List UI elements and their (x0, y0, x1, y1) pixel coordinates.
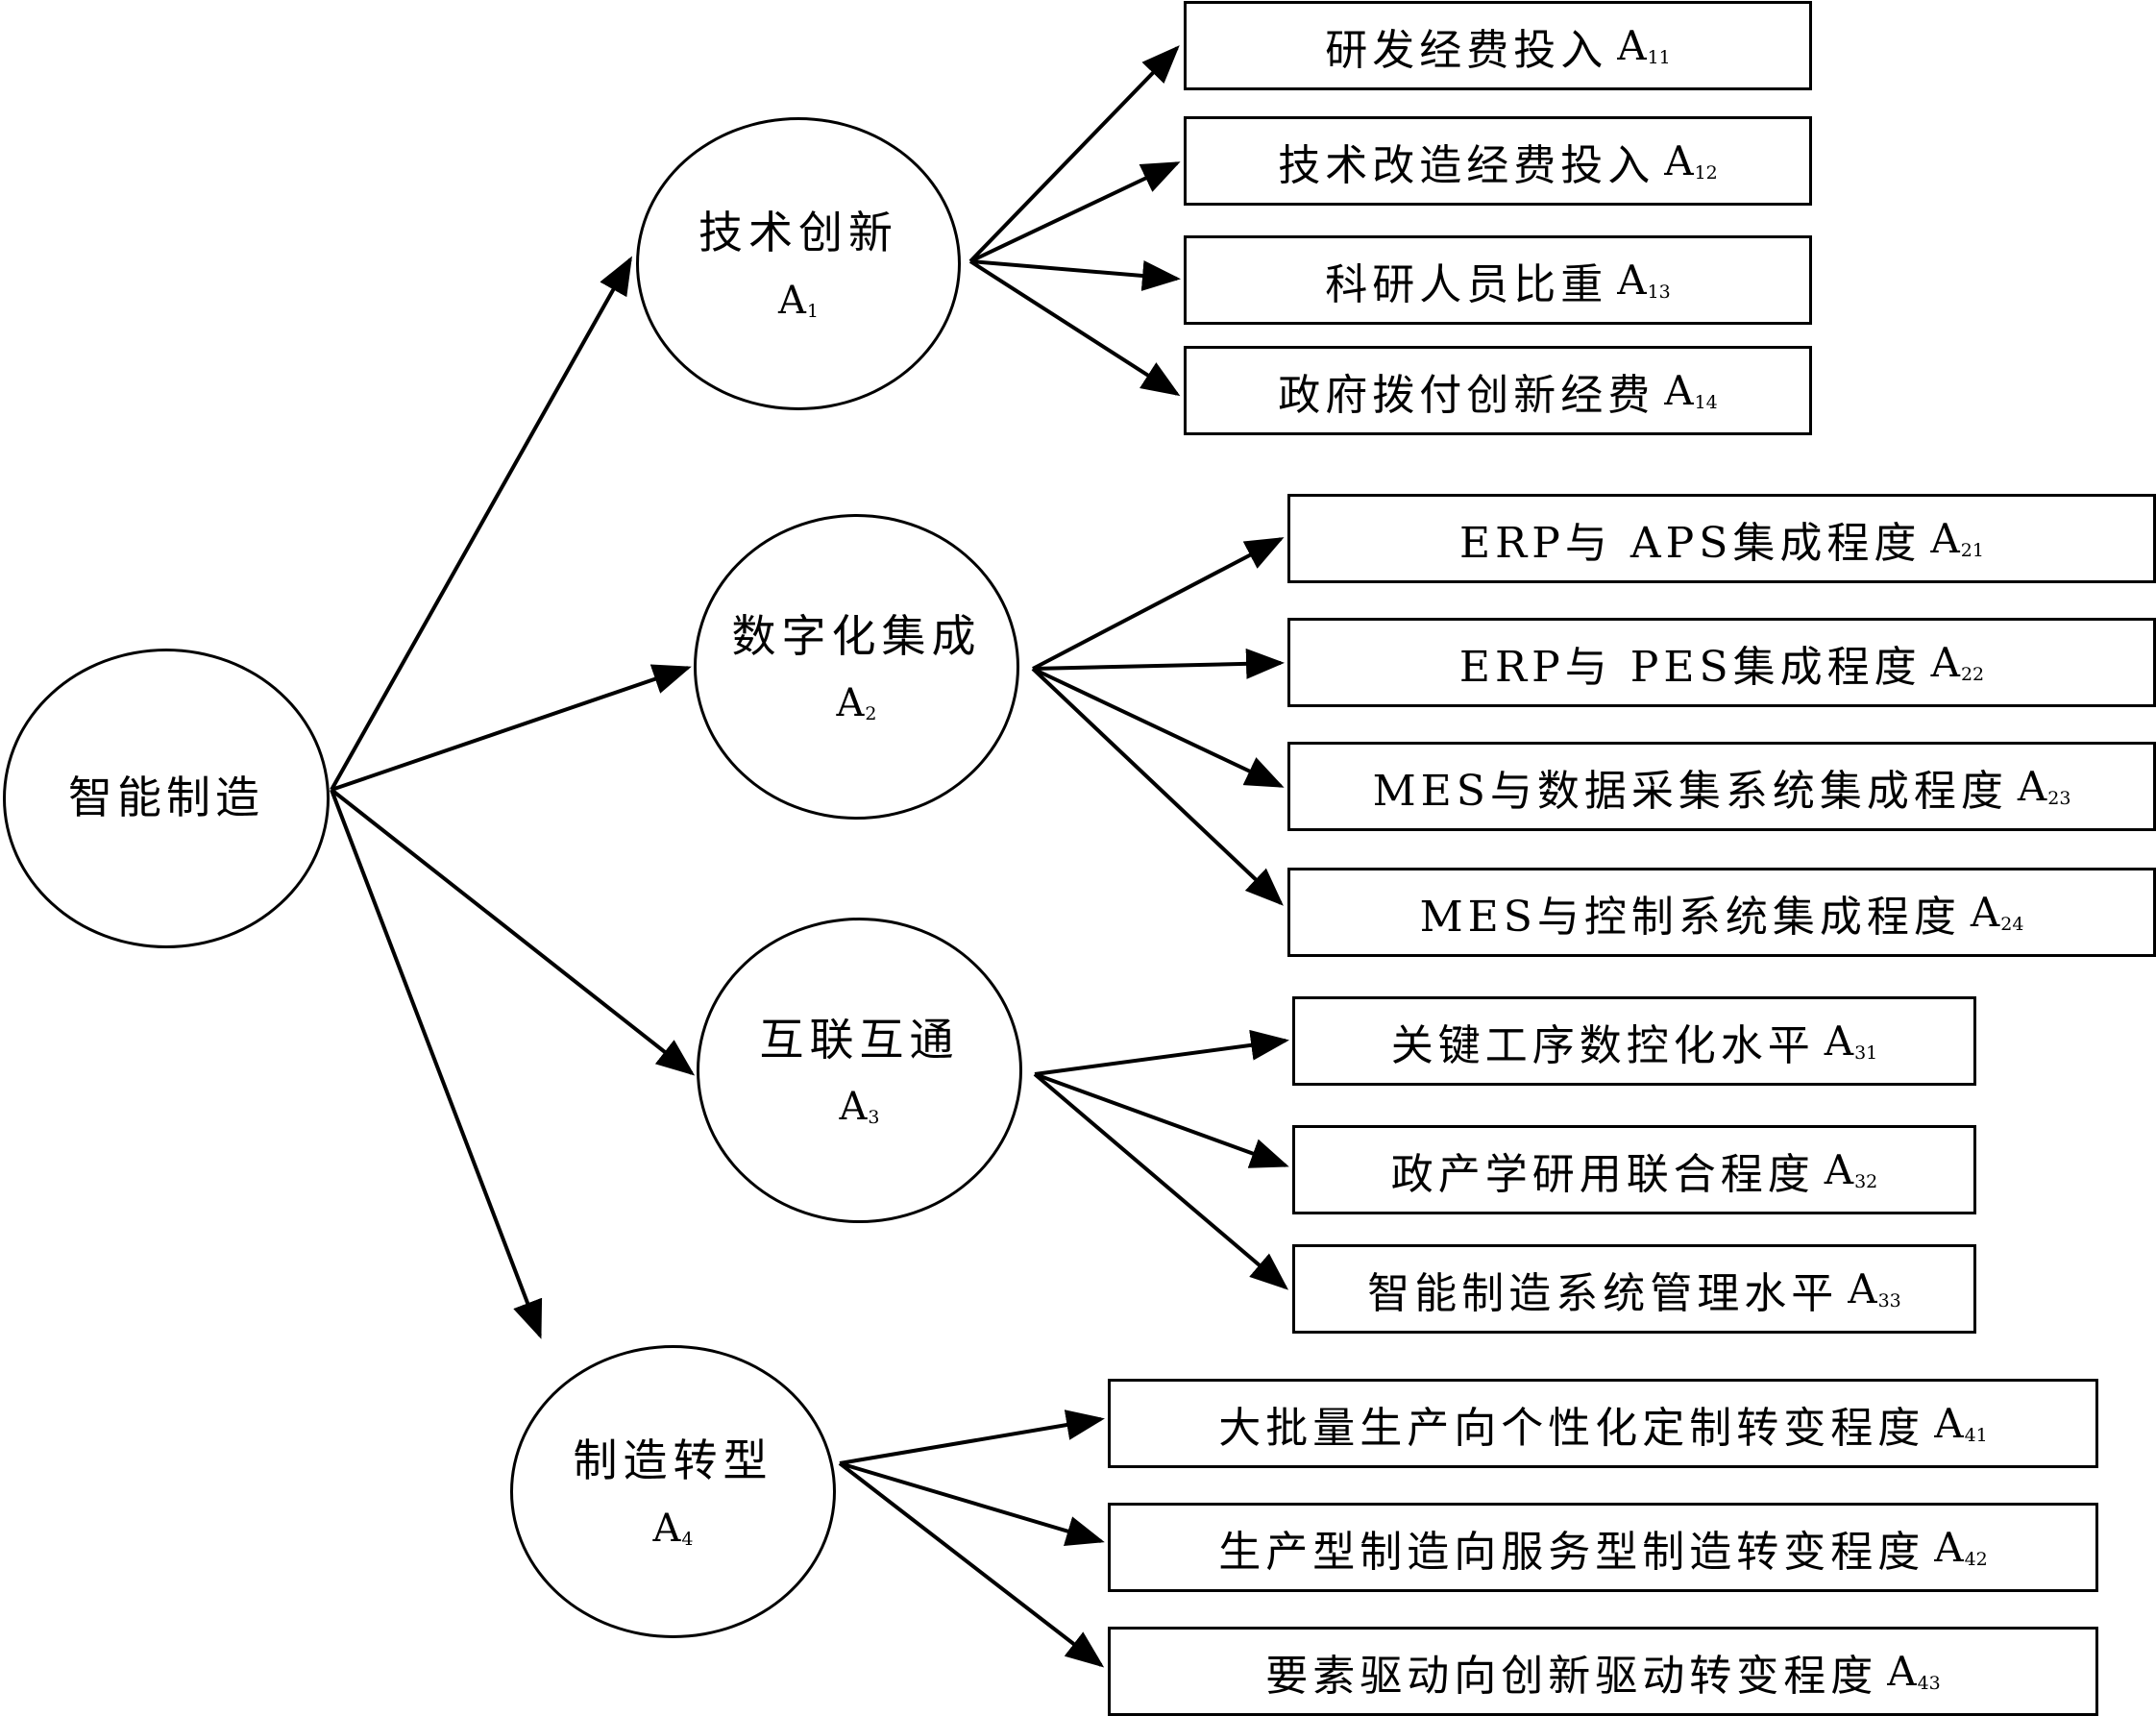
arrow-a2-to-a21 (1032, 537, 1285, 671)
dimension-label: 制造转型 (573, 1434, 773, 1487)
arrow-a1-to-a11 (968, 45, 1180, 263)
dimension-node-tech-innovation: 技术创新 A1 (636, 117, 961, 410)
arrow-a4-to-a43 (838, 1461, 1105, 1668)
arrow-a2-to-a24 (1031, 667, 1284, 906)
arrow-a1-to-a14 (968, 259, 1181, 397)
arrow-a1-to-a12 (969, 161, 1181, 263)
dimension-code: A4 (652, 1506, 694, 1551)
dimension-label: 技术创新 (698, 207, 898, 259)
arrow-root-to-a3 (330, 788, 696, 1076)
dimension-node-manufacturing-transformation: 制造转型 A4 (510, 1345, 836, 1638)
dimension-code: A2 (836, 681, 877, 726)
dimension-label: 数字化集成 (731, 609, 982, 662)
arrow-a1-to-a13 (969, 259, 1181, 291)
dimension-code: A1 (778, 278, 819, 323)
arrow-root-to-a1 (330, 256, 632, 791)
root-node-intelligent-manufacturing: 智能制造 (3, 649, 330, 948)
dimension-node-digital-integration: 数字化集成 A2 (694, 514, 1019, 820)
root-node-label: 智能制造 (68, 772, 264, 824)
dimension-code: A3 (839, 1085, 880, 1130)
dimension-label: 互联互通 (759, 1013, 960, 1066)
arrow-a4-to-a42 (839, 1461, 1105, 1547)
arrow-a3-to-a31 (1034, 1029, 1289, 1076)
arrow-a4-to-a41 (839, 1410, 1105, 1465)
arrow-a2-to-a23 (1032, 667, 1285, 788)
arrow-a3-to-a33 (1033, 1072, 1289, 1290)
dimension-node-interconnection: 互联互通 A3 (697, 918, 1022, 1223)
arrow-root-to-a4 (330, 789, 543, 1339)
arrow-a2-to-a22 (1032, 648, 1285, 679)
arrow-a3-to-a32 (1034, 1072, 1289, 1168)
arrow-root-to-a2 (331, 664, 692, 792)
